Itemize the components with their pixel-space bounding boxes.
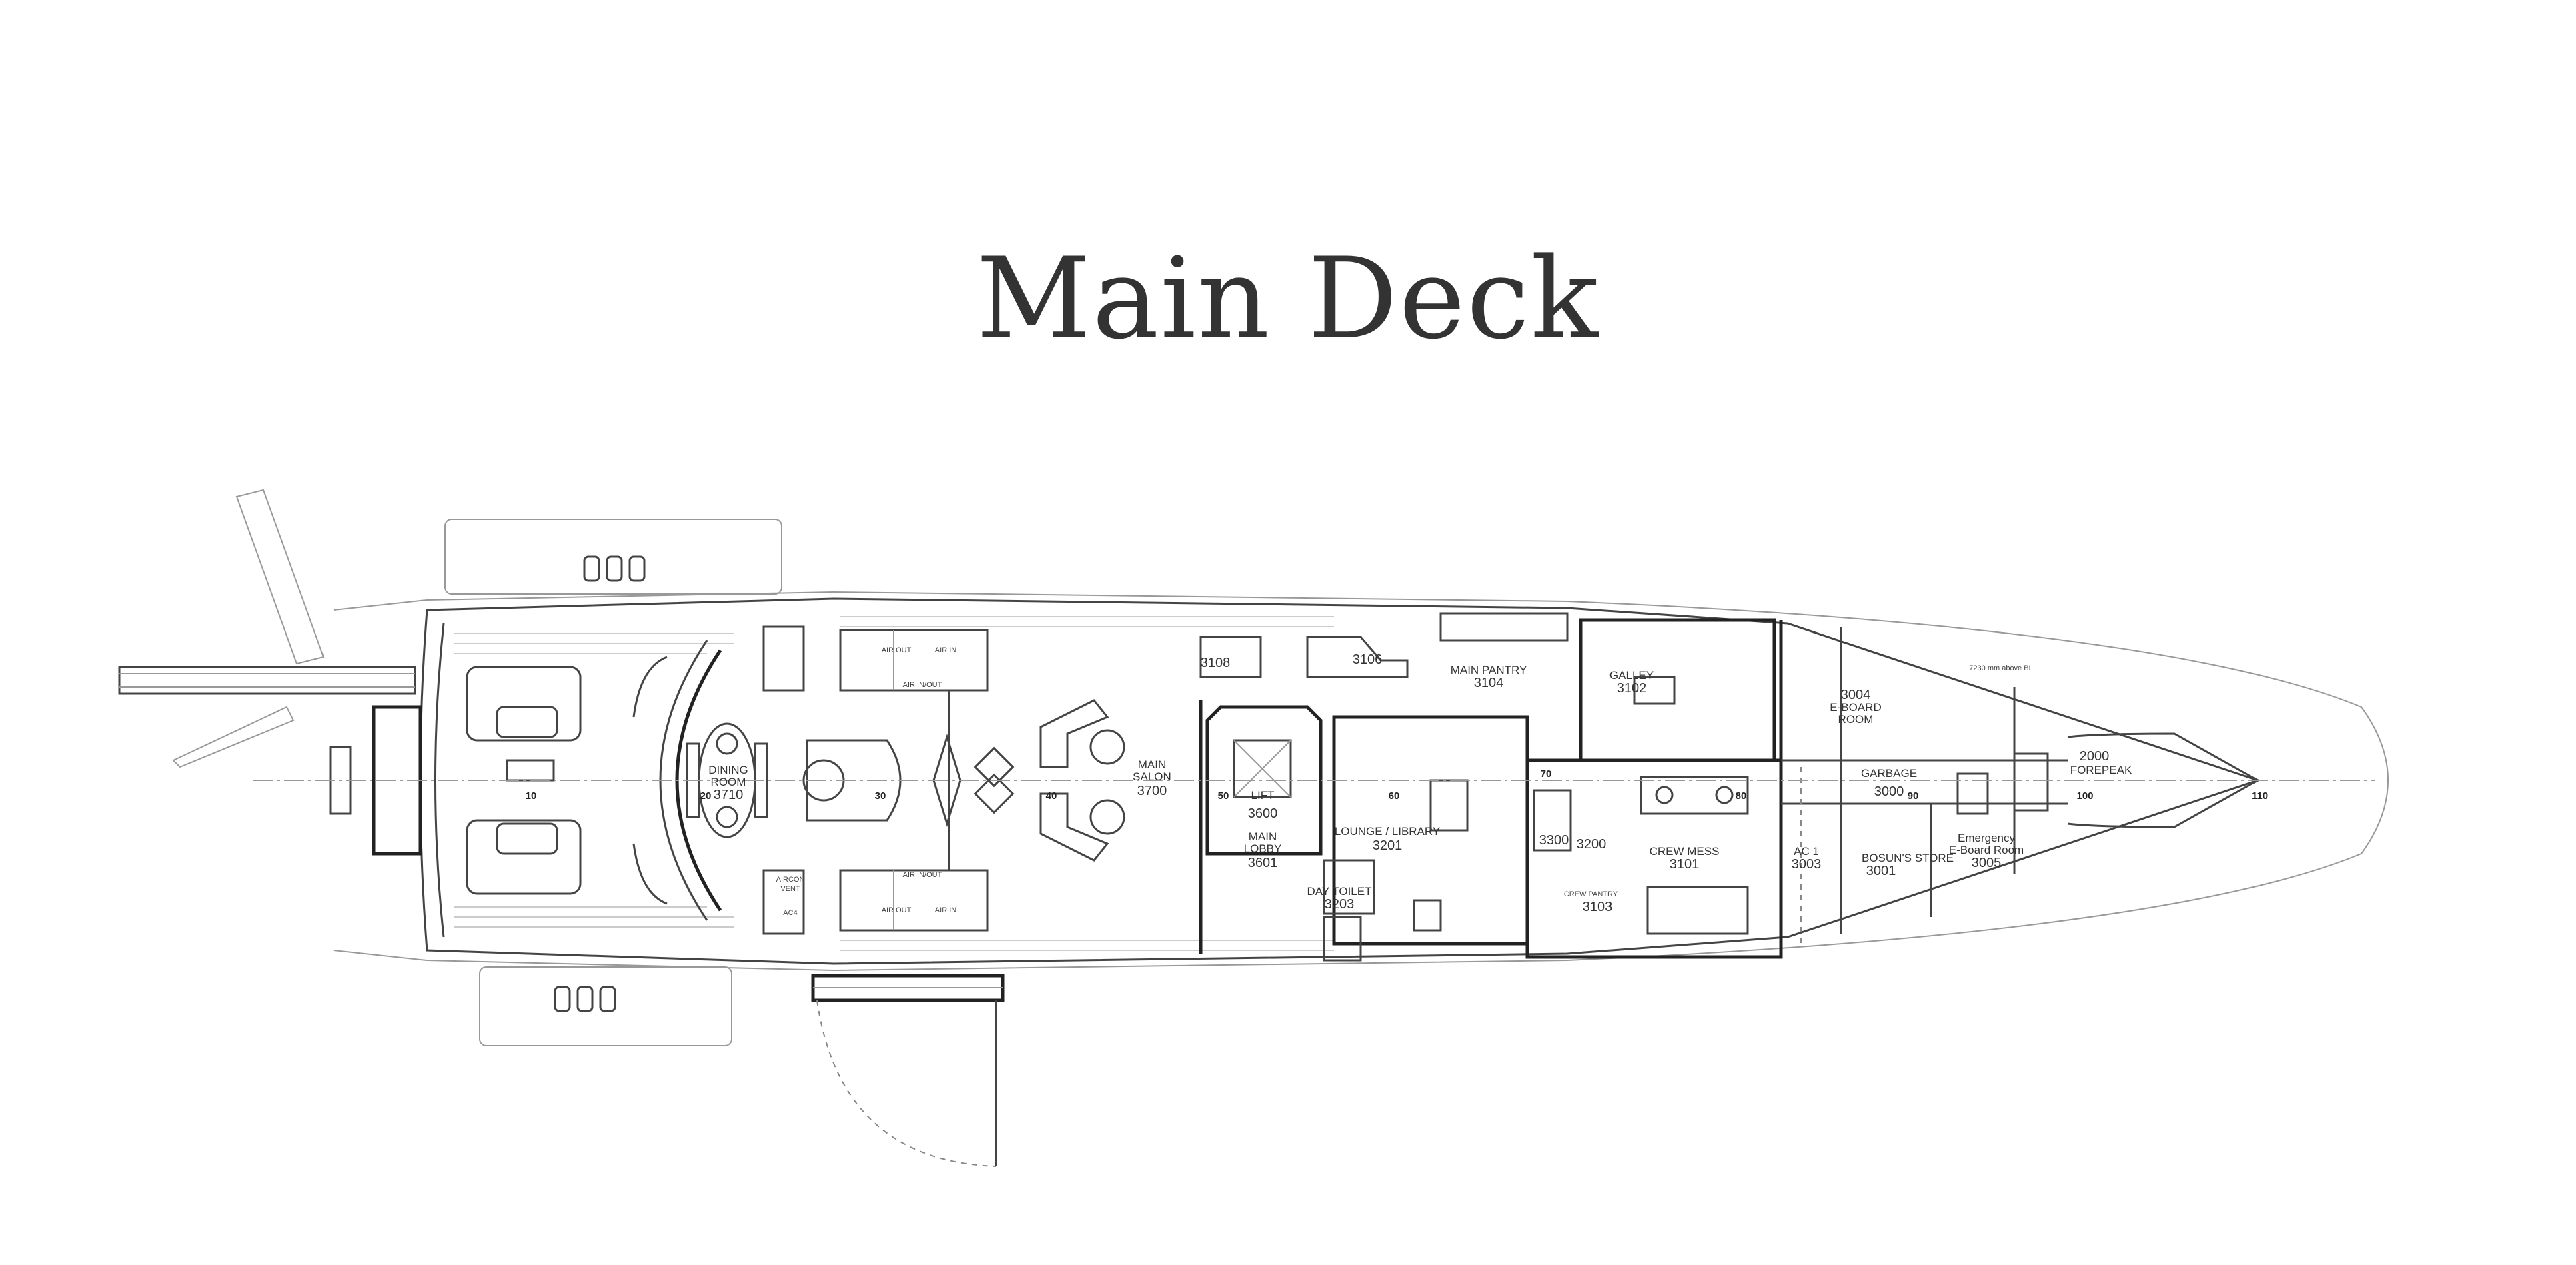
frame-number: 40: [1046, 790, 1057, 802]
lobby-number: 3601: [1248, 856, 1278, 870]
passerelle: [118, 489, 416, 768]
eboard-label-2: ROOM: [1838, 713, 1874, 726]
frame-number: 10: [526, 790, 537, 802]
air-in-label-bottom: AIR IN: [935, 906, 956, 914]
lobby-label-2: LOBBY: [1244, 842, 1282, 855]
stair-3200-number: 3200: [1577, 837, 1607, 852]
emergency-eboard-label-2: E-Board Room: [1949, 844, 2024, 856]
frame-number: 110: [2252, 790, 2268, 802]
bosun-store-number: 3001: [1866, 864, 1896, 878]
pantry-number: 3104: [1474, 676, 1504, 690]
garbage-number: 3000: [1874, 784, 1904, 799]
aircon-label: AIRCON: [776, 876, 805, 884]
eboard-label: E-BOARD: [1830, 701, 1881, 714]
galley-number: 3102: [1617, 681, 1647, 696]
stair-3300-number: 3300: [1539, 833, 1569, 848]
galley-label: GALLEY: [1609, 669, 1654, 682]
tender-bottom: [479, 966, 732, 1046]
emergency-eboard-number: 3005: [1972, 856, 2002, 870]
ac1-label: AC 1: [1794, 845, 1819, 858]
lobby-label: MAIN: [1249, 830, 1277, 843]
aux-3106-number: 3106: [1353, 652, 1383, 667]
aux-3108-number: 3108: [1201, 656, 1231, 670]
bosun-store-label: BOSUN'S STORE: [1862, 852, 1954, 864]
frame-number: 50: [1218, 790, 1229, 802]
frame-numbers: 10 20 30 40 50 60 70 80 90 100 110: [526, 768, 2268, 802]
salon-number: 3700: [1137, 784, 1167, 798]
page-title: Main Deck: [976, 233, 1600, 364]
frame-number: 20: [700, 790, 712, 802]
aircon-number: AC4: [783, 909, 797, 917]
lounge-number: 3201: [1373, 838, 1403, 853]
ac1-number: 3003: [1792, 857, 1822, 872]
tender-top: [444, 519, 782, 595]
room-labels: DINING ROOM 3710 MAIN SALON 3700 LIFT 36…: [708, 646, 2132, 917]
height-note: 7230 mm above BL: [1969, 664, 2032, 672]
emergency-eboard-label: Emergency: [1958, 832, 2015, 844]
dining-room-label-2: ROOM: [711, 776, 746, 788]
frame-number: 100: [2076, 790, 2093, 802]
hull: [329, 591, 2389, 972]
air-in-label-top: AIR IN: [935, 646, 956, 654]
frame-number: 60: [1389, 790, 1400, 802]
day-toilet-label: DAY TOILET: [1307, 885, 1371, 898]
frame-number: 90: [1908, 790, 1919, 802]
air-inout-label-bottom: AIR IN/OUT: [903, 871, 942, 879]
frame-number: 30: [875, 790, 886, 802]
crew-pantry-label: CREW PANTRY: [1564, 890, 1618, 898]
air-out-label-bottom: AIR OUT: [882, 906, 912, 914]
forepeak-number: 2000: [2080, 749, 2110, 764]
crew-mess-label: CREW MESS: [1650, 845, 1720, 858]
air-out-label-top: AIR OUT: [882, 646, 912, 654]
lift-number: 3600: [1248, 806, 1278, 821]
day-toilet-number: 3203: [1325, 897, 1355, 912]
frame-number: 80: [1736, 790, 1747, 802]
salon-label-2: SALON: [1133, 770, 1171, 783]
lift-label: LIFT: [1251, 789, 1275, 802]
garbage-label: GARBAGE: [1861, 767, 1917, 780]
dining-room-number: 3710: [714, 788, 744, 802]
eboard-number: 3004: [1841, 688, 1871, 702]
aircon-label-2: VENT: [780, 885, 800, 893]
air-inout-label-top: AIR IN/OUT: [903, 681, 942, 689]
frame-number: 70: [1541, 768, 1552, 780]
salon-label: MAIN: [1138, 758, 1167, 771]
crew-mess-number: 3101: [1670, 857, 1700, 872]
side-gangway: [811, 974, 1005, 1167]
pantry-label: MAIN PANTRY: [1451, 664, 1527, 676]
dining-room-label: DINING: [708, 764, 748, 776]
forepeak-label: FOREPEAK: [2070, 764, 2132, 776]
lounge-label: LOUNGE / LIBRARY: [1335, 825, 1440, 838]
crew-pantry-number: 3103: [1583, 900, 1613, 914]
